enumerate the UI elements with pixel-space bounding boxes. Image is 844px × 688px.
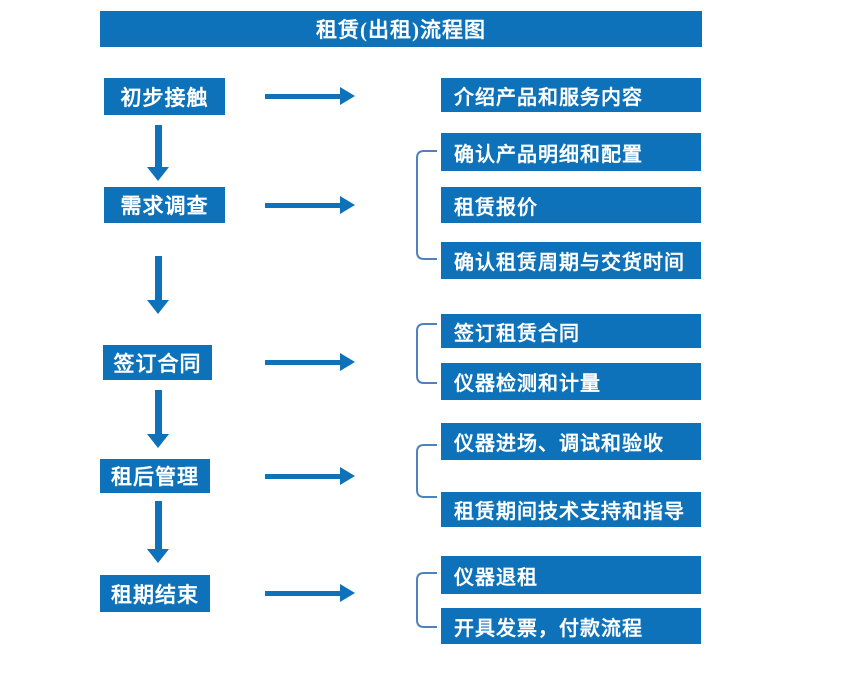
detail-box-instrument-setup-acceptance: 仪器进场、调试和验收 (441, 423, 701, 460)
bracket-connector-group-5 (415, 572, 439, 628)
arrow-right-stage-1 (265, 87, 355, 105)
bracket-connector-group-2 (415, 150, 439, 260)
flowchart-title: 租赁(出租)流程图 (100, 11, 702, 47)
detail-box-confirm-period-delivery: 确认租赁周期与交货时间 (441, 242, 701, 279)
arrow-shaft (265, 473, 340, 479)
bracket-connector-group-3 (415, 323, 439, 384)
arrow-shaft (154, 501, 162, 549)
arrow-head-icon (340, 87, 355, 105)
arrow-shaft (265, 359, 340, 365)
arrow-right-stage-3 (265, 353, 355, 371)
arrow-shaft (265, 93, 340, 99)
detail-box-instrument-return: 仪器退租 (441, 556, 701, 594)
bracket-connector-group-4 (415, 444, 439, 498)
arrow-shaft (154, 390, 162, 434)
stage-box-post-rental-management: 租后管理 (100, 459, 210, 493)
stage-box-demand-survey: 需求调查 (104, 187, 225, 223)
detail-box-introduce-products: 介绍产品和服务内容 (441, 78, 701, 112)
arrow-down-4-5 (147, 501, 169, 563)
stage-box-rental-end: 租期结束 (100, 575, 210, 612)
arrow-head-icon (340, 584, 355, 602)
detail-box-technical-support: 租赁期间技术支持和指导 (441, 492, 701, 527)
arrow-head-icon (147, 167, 169, 181)
detail-box-invoice-payment: 开具发票，付款流程 (441, 608, 701, 644)
arrow-right-stage-5 (265, 584, 355, 602)
arrow-head-icon (147, 300, 169, 314)
arrow-head-icon (340, 467, 355, 485)
arrow-head-icon (340, 196, 355, 214)
arrow-down-3-4 (147, 390, 169, 448)
arrow-down-1-2 (147, 125, 169, 181)
arrow-right-stage-4 (265, 467, 355, 485)
arrow-head-icon (147, 549, 169, 563)
arrow-head-icon (147, 434, 169, 448)
arrow-right-stage-2 (265, 196, 355, 214)
arrow-head-icon (340, 353, 355, 371)
stage-box-initial-contact: 初步接触 (104, 78, 225, 115)
arrow-shaft (265, 590, 340, 596)
detail-box-instrument-testing: 仪器检测和计量 (441, 363, 701, 400)
stage-box-sign-contract: 签订合同 (103, 345, 212, 380)
detail-box-confirm-product-config: 确认产品明细和配置 (441, 133, 701, 171)
detail-box-rental-quote: 租赁报价 (441, 187, 701, 223)
arrow-shaft (154, 125, 162, 167)
arrow-shaft (265, 202, 340, 208)
detail-box-sign-rental-contract: 签订租赁合同 (441, 314, 701, 348)
arrow-shaft (154, 256, 162, 300)
arrow-down-2-3 (147, 256, 169, 314)
